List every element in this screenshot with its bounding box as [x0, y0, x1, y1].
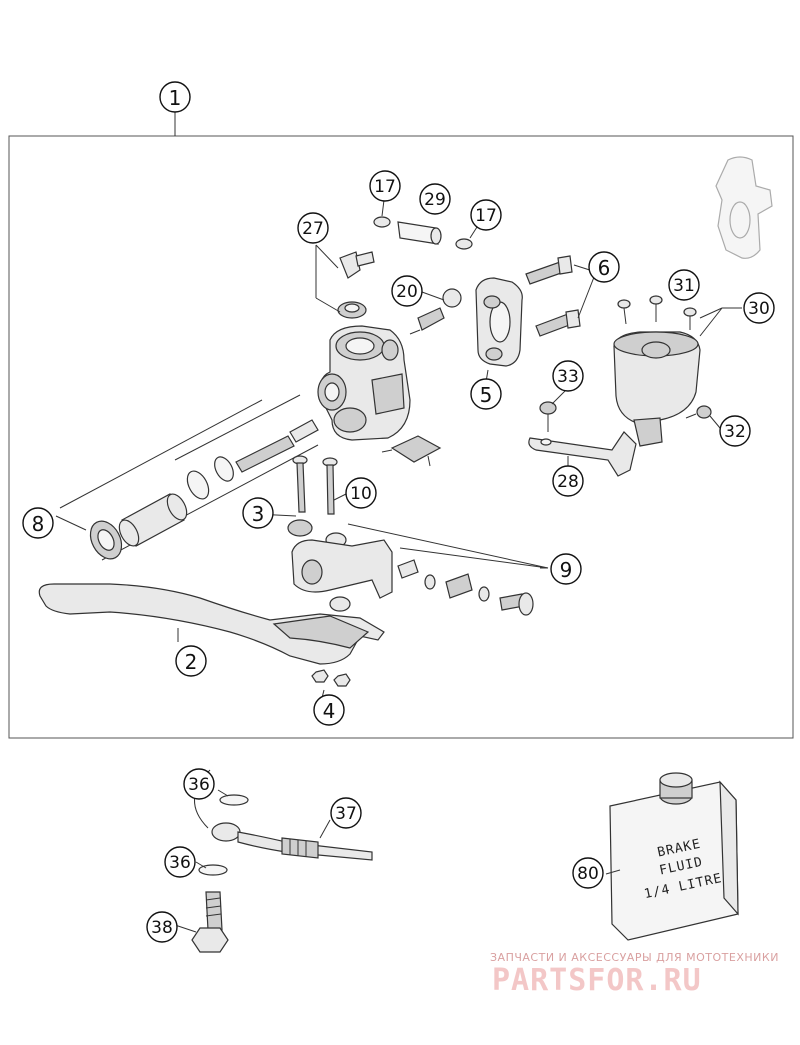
callout-31-label: 31 — [673, 276, 695, 296]
lever-adjuster — [287, 519, 549, 616]
callout-2: 2 — [175, 645, 207, 677]
callout-36b: 36 — [164, 846, 196, 878]
watermark: ЗАПЧАСТИ И АКСЕССУАРЫ ДЛЯ МОТОТЕХНИКИ PA… — [490, 951, 779, 998]
callout-4-label: 4 — [323, 699, 336, 723]
fluid-reservoir — [613, 307, 742, 447]
hose-with-clamps — [373, 216, 473, 250]
master-cylinder-body — [317, 325, 411, 441]
callout-10-label: 10 — [350, 484, 372, 504]
callout-32-label: 32 — [724, 422, 746, 442]
callout-1-label: 1 — [169, 86, 182, 110]
callout-36a-label: 36 — [188, 775, 210, 795]
callout-27-label: 27 — [302, 219, 324, 239]
reservoir-cap-screws — [617, 295, 697, 330]
reservoir-connector — [315, 244, 375, 319]
callout-6-label: 6 — [598, 256, 611, 280]
callout-28-label: 28 — [557, 472, 579, 492]
callout-17a: 17 — [369, 170, 401, 202]
callout-33: 33 — [552, 360, 584, 392]
callout-9-label: 9 — [560, 558, 573, 582]
watermark-tagline: ЗАПЧАСТИ И АКСЕССУАРЫ ДЛЯ МОТОТЕХНИКИ — [490, 951, 779, 964]
brake-hose — [194, 769, 373, 861]
callout-4: 4 — [313, 694, 345, 726]
callout-38: 38 — [146, 911, 178, 943]
handlebar-clamp-reference — [715, 156, 773, 259]
assembly-frame — [8, 135, 794, 739]
lever-nuts — [311, 669, 351, 687]
callout-29-label: 29 — [424, 190, 446, 210]
callout-31: 31 — [668, 269, 700, 301]
callout-36b-label: 36 — [169, 853, 191, 873]
callout-38-label: 38 — [151, 918, 173, 938]
callout-27: 27 — [297, 212, 329, 244]
callout-3: 3 — [242, 497, 274, 529]
callout-2-label: 2 — [185, 650, 198, 674]
brake-fluid-can: BRAKE FLUID 1/4 LITRE — [609, 772, 739, 941]
callout-29: 29 — [419, 183, 451, 215]
callout-37: 37 — [330, 797, 362, 829]
callout-20-label: 20 — [396, 282, 418, 302]
callout-9: 9 — [550, 553, 582, 585]
callout-1: 1 — [159, 81, 191, 113]
piston-kit — [59, 394, 319, 561]
watermark-brand: PARTSFOR.RU — [492, 963, 702, 998]
callout-8-label: 8 — [32, 512, 45, 536]
brake-light-switch — [381, 435, 442, 467]
callout-37-label: 37 — [335, 804, 357, 824]
callout-3-label: 3 — [252, 502, 265, 526]
callout-30: 30 — [743, 292, 775, 324]
bleeder-valve — [409, 288, 462, 335]
reservoir-bracket — [528, 401, 637, 477]
callout-32: 32 — [719, 415, 751, 447]
callout-6: 6 — [588, 251, 620, 283]
callout-17b: 17 — [470, 199, 502, 231]
pivot-bolts — [292, 455, 338, 515]
callout-36a: 36 — [183, 768, 215, 800]
callout-17b-label: 17 — [475, 206, 497, 226]
banjo-bolt — [191, 891, 229, 953]
callout-5: 5 — [470, 378, 502, 410]
callout-80-label: 80 — [577, 864, 599, 884]
callout-80: 80 — [572, 857, 604, 889]
callout-10: 10 — [345, 477, 377, 509]
clamp-bolts — [525, 255, 597, 337]
callout-8: 8 — [22, 507, 54, 539]
callout-28: 28 — [552, 465, 584, 497]
callout-30-label: 30 — [748, 299, 770, 319]
callout-17a-label: 17 — [374, 177, 396, 197]
handlebar-clamp — [475, 277, 523, 367]
reservoir-mount-screw — [685, 405, 712, 419]
brake-lever — [38, 583, 385, 665]
callout-33-label: 33 — [557, 367, 579, 387]
callout-5-label: 5 — [480, 383, 493, 407]
callout-20: 20 — [391, 275, 423, 307]
